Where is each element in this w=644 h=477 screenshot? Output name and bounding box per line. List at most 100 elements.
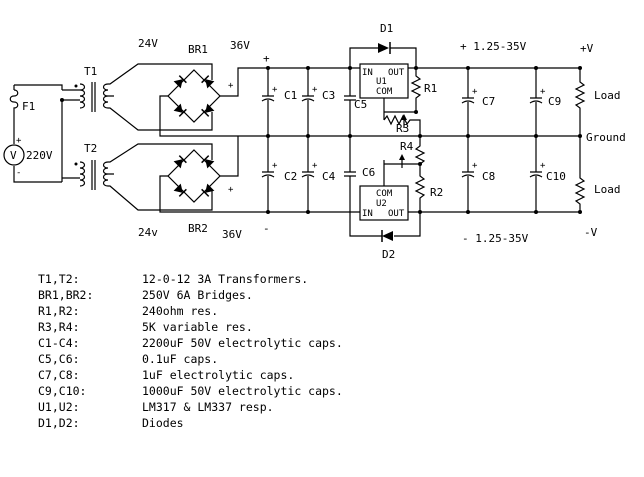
filter-capacitors: + + + + C1 C2 C3 C4 bbox=[261, 68, 336, 212]
c3-plus: + bbox=[312, 85, 318, 95]
minus-v-label: -V bbox=[584, 226, 598, 239]
legend-description: Diodes bbox=[142, 416, 184, 430]
legend-key: U1,U2: bbox=[38, 400, 80, 414]
bridge-br2: BR2 + 36V bbox=[159, 136, 268, 241]
c7-plus: + bbox=[472, 87, 478, 97]
legend-key: BR1,BR2: bbox=[38, 288, 94, 302]
primary-wires bbox=[61, 89, 80, 182]
r2-label: R2 bbox=[430, 186, 443, 199]
c1-label: C1 bbox=[284, 89, 297, 102]
c8-label: C8 bbox=[482, 170, 495, 183]
fuse-f1 bbox=[9, 89, 19, 112]
c9-label: C9 bbox=[548, 95, 561, 108]
legend-row: C9,C10: 1000uF 50V electrolytic caps. bbox=[38, 383, 343, 399]
br2-label: BR2 bbox=[188, 222, 208, 235]
parts-legend: T1,T2:12-0-12 3A Transformers.BR1,BR2: 25… bbox=[38, 271, 343, 431]
legend-row: C1-C4: 2200uF 50V electrolytic caps. bbox=[38, 335, 343, 351]
legend-description: 1uF electrolytic caps. bbox=[142, 368, 295, 382]
legend-row: C5,C6: 0.1uF caps. bbox=[38, 351, 343, 367]
d2-label: D2 bbox=[382, 248, 395, 261]
outputs: + 1.25-35V - 1.25-35V +V -V Ground Load … bbox=[460, 40, 626, 245]
plus-v-label: +V bbox=[580, 42, 594, 55]
rails: + - bbox=[238, 52, 582, 235]
input-wire-top bbox=[14, 84, 63, 90]
input-wire-left bbox=[13, 85, 62, 183]
input-voltage-label: 220V bbox=[26, 149, 53, 162]
r1-label: R1 bbox=[424, 82, 437, 95]
load-top-resistor bbox=[574, 68, 586, 136]
v36-top-label: 36V bbox=[230, 39, 250, 52]
v24-bottom-label: 24v bbox=[138, 226, 158, 239]
regulator-u1: C5 IN OUT U1 COM D1 R1 R3 bbox=[344, 22, 580, 136]
u1-com: COM bbox=[376, 87, 393, 97]
d1-label: D1 bbox=[380, 22, 393, 35]
output-negative-range: - 1.25-35V bbox=[462, 232, 529, 245]
regulator-u2: C6 COM U2 IN OUT R4 R2 D2 bbox=[344, 136, 580, 261]
legend-key: R3,R4: bbox=[38, 320, 80, 334]
t1-label: T1 bbox=[84, 65, 97, 78]
legend-key: R1,R2: bbox=[38, 304, 80, 318]
r1 bbox=[384, 68, 422, 113]
br2-plus: + bbox=[228, 185, 234, 195]
legend-row: R3,R4: 5K variable res. bbox=[38, 319, 343, 335]
input-section: F1 V + - 220V bbox=[3, 84, 80, 183]
transformer-t2: T2 24v bbox=[74, 142, 213, 239]
legend-description: 5K variable res. bbox=[142, 320, 253, 334]
v36-bottom-label: 36V bbox=[222, 228, 242, 241]
u1-out: OUT bbox=[388, 68, 405, 78]
voltage-source bbox=[3, 144, 25, 166]
c4-plus: + bbox=[312, 161, 318, 171]
r3-label: R3 bbox=[396, 122, 409, 135]
u2-in: IN bbox=[362, 209, 373, 219]
legend-key: C9,C10: bbox=[38, 384, 87, 398]
c4-label: C4 bbox=[322, 170, 336, 183]
c10-label: C10 bbox=[546, 170, 566, 183]
input-minus: - bbox=[16, 168, 21, 178]
u2-out: OUT bbox=[388, 209, 405, 219]
legend-row: U1,U2:LM317 & LM337 resp. bbox=[38, 399, 343, 415]
v24-top-label: 24V bbox=[138, 37, 158, 50]
legend-row: R1,R2: 240ohm res. bbox=[38, 303, 343, 319]
u2-com: COM bbox=[376, 189, 393, 199]
c1-plus: + bbox=[272, 85, 278, 95]
u1-in: IN bbox=[362, 68, 373, 78]
r4-label: R4 bbox=[400, 140, 414, 153]
legend-key: T1,T2: bbox=[38, 272, 80, 286]
t2-label: T2 bbox=[84, 142, 97, 155]
c2-plus: + bbox=[272, 161, 278, 171]
br1-plus: + bbox=[228, 81, 234, 91]
input-plus: + bbox=[16, 136, 22, 146]
legend-description: 2200uF 50V electrolytic caps. bbox=[142, 336, 343, 350]
output-capacitors: + + + + C7 C8 C9 C10 bbox=[461, 66, 566, 214]
legend-row: T1,T2:12-0-12 3A Transformers. bbox=[38, 271, 343, 287]
legend-key: D1,D2: bbox=[38, 416, 80, 430]
load-bottom-label: Load bbox=[594, 183, 621, 196]
legend-description: 1000uF 50V electrolytic caps. bbox=[142, 384, 343, 398]
c10-plus: + bbox=[540, 161, 546, 171]
f1-label: F1 bbox=[22, 100, 35, 113]
c2-label: C2 bbox=[284, 170, 297, 183]
legend-row: BR1,BR2: 250V 6A Bridges. bbox=[38, 287, 343, 303]
u1-name: U1 bbox=[376, 77, 387, 87]
legend-key: C5,C6: bbox=[38, 352, 80, 366]
c3-label: C3 bbox=[322, 89, 335, 102]
legend-key: C1-C4: bbox=[38, 336, 80, 350]
load-top-label: Load bbox=[594, 89, 621, 102]
legend-row: D1,D2: Diodes bbox=[38, 415, 343, 431]
c9-plus: + bbox=[540, 87, 546, 97]
transformer-t1: T1 24V bbox=[74, 37, 213, 131]
legend-key: C7,C8: bbox=[38, 368, 80, 382]
legend-description: 0.1uF caps. bbox=[142, 352, 219, 366]
br1-label: BR1 bbox=[188, 43, 208, 56]
c6-label: C6 bbox=[362, 166, 375, 179]
bridge-br1: BR1 + 36V bbox=[159, 39, 268, 137]
legend-description: 240ohm res. bbox=[142, 304, 219, 318]
ground-label: Ground bbox=[586, 131, 626, 144]
plus-rail-label: + bbox=[263, 52, 270, 65]
legend-description: 250V 6A Bridges. bbox=[142, 288, 253, 302]
legend-row: C7,C8: 1uF electrolytic caps. bbox=[38, 367, 343, 383]
output-positive-range: + 1.25-35V bbox=[460, 40, 527, 53]
r2 bbox=[414, 164, 426, 212]
minus-rail-label: - bbox=[263, 222, 270, 235]
c7-label: C7 bbox=[482, 95, 495, 108]
